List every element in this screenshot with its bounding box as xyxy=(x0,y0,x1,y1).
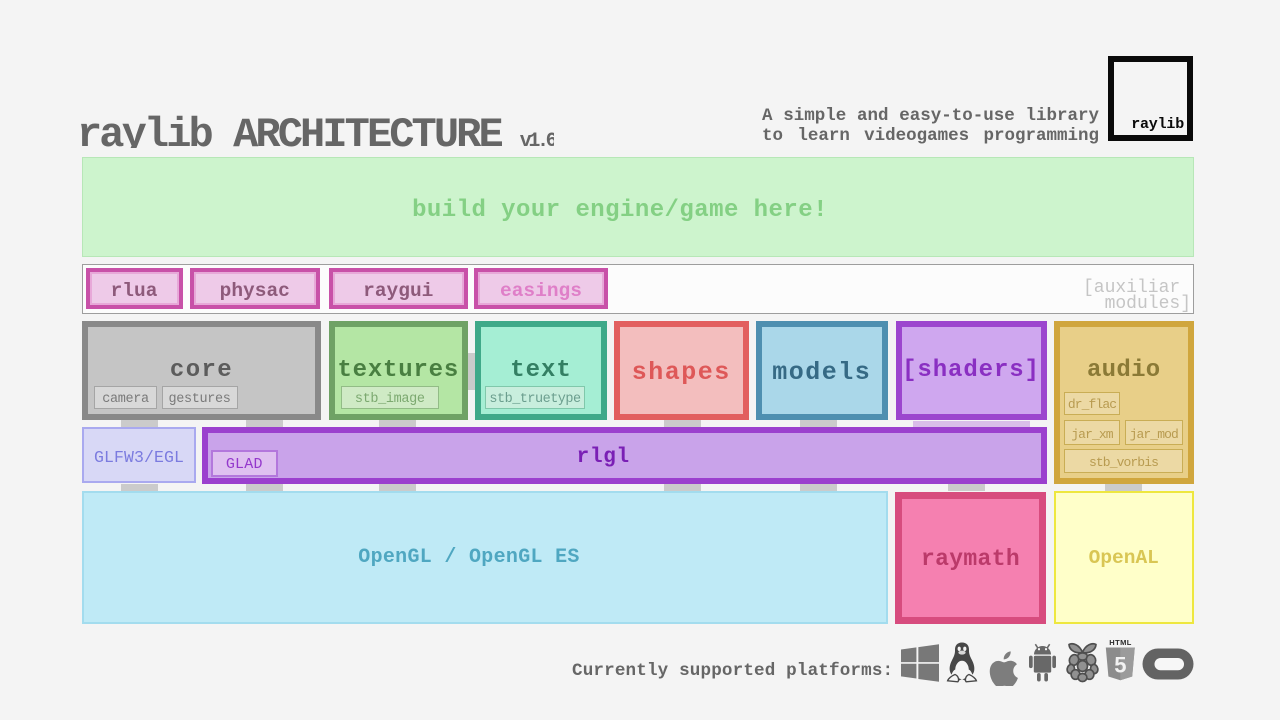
svg-text:5: 5 xyxy=(1114,653,1126,678)
svg-text:HTML: HTML xyxy=(1109,638,1131,647)
